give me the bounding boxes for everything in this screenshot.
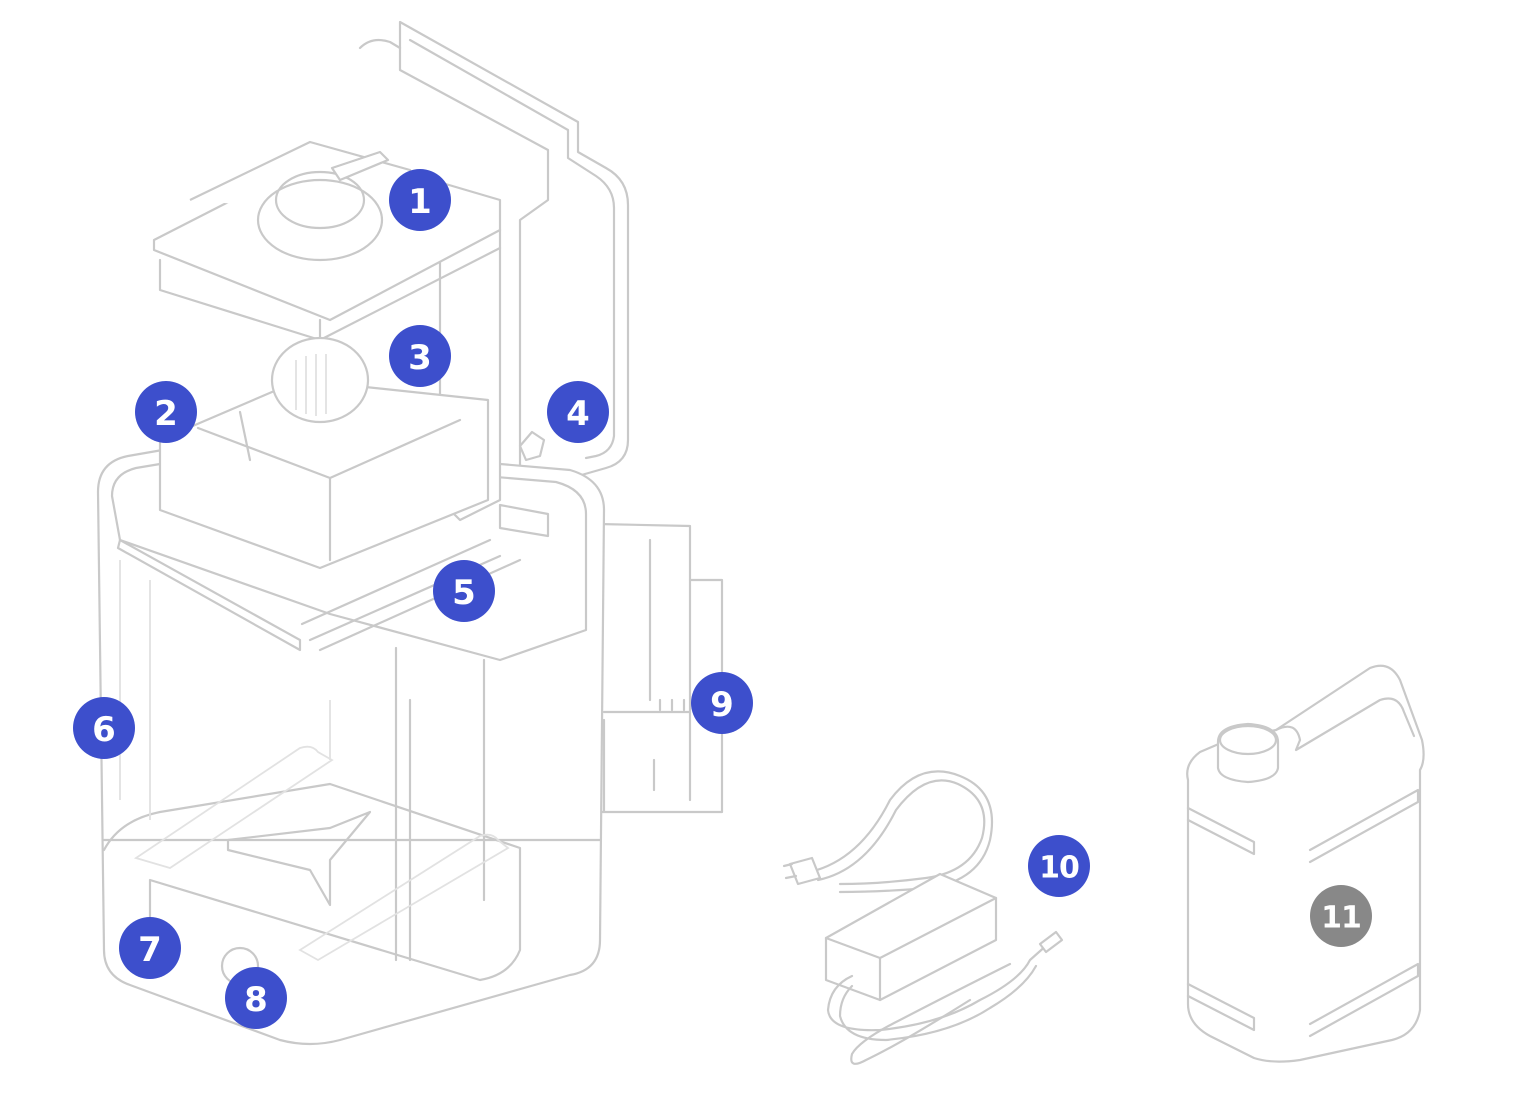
power-adapter-drawing: [782, 770, 1064, 1065]
callout-6-circle: [73, 697, 135, 759]
callout-9-circle: [691, 672, 753, 734]
callout-1: 1: [389, 169, 451, 231]
callout-7-label: 7: [138, 930, 162, 970]
callout-6-label: 6: [92, 710, 116, 750]
callout-3: 3: [389, 325, 451, 387]
callout-11: 11: [1310, 885, 1372, 947]
callout-9: 9: [691, 672, 753, 734]
callout-10: 10: [1028, 835, 1090, 897]
callout-3-label: 3: [408, 338, 432, 378]
callout-9-label: 9: [710, 685, 734, 725]
resin-bottle-drawing: [1186, 664, 1425, 1063]
callout-1-circle: [389, 169, 451, 231]
callout-8: 8: [225, 967, 287, 1029]
callout-6: 6: [73, 697, 135, 759]
callout-7: 7: [119, 917, 181, 979]
callout-4-label: 4: [566, 394, 590, 434]
callout-8-label: 8: [244, 980, 268, 1020]
callout-11-label: 11: [1321, 901, 1361, 936]
callout-10-circle: [1028, 835, 1090, 897]
callout-2: 2: [135, 381, 197, 443]
callout-8-circle: [225, 967, 287, 1029]
callout-5-label: 5: [452, 573, 476, 613]
callout-5-circle: [433, 560, 495, 622]
callout-3-circle: [389, 325, 451, 387]
callout-1-label: 1: [408, 182, 432, 222]
callout-2-label: 2: [154, 394, 178, 434]
callout-7-circle: [119, 917, 181, 979]
callout-11-circle: [1310, 885, 1372, 947]
callout-4: 4: [547, 381, 609, 443]
callout-4-circle: [547, 381, 609, 443]
callout-5: 5: [433, 560, 495, 622]
callout-2-circle: [135, 381, 197, 443]
callout-10-label: 10: [1039, 851, 1079, 886]
